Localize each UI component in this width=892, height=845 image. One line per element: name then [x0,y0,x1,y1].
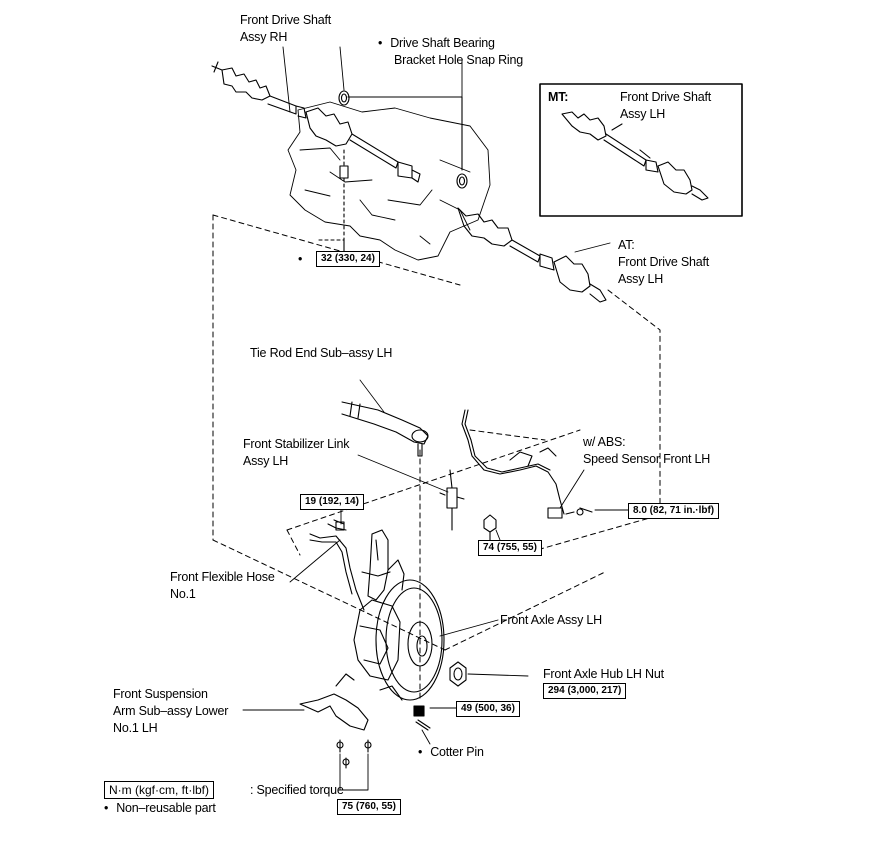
flexible-hose [309,519,365,611]
legend-nonreusable: Non–reusable part [104,800,216,817]
suspension-arm [299,673,372,769]
legend-unit-box: N·m (kgf·cm, ft·lbf) [104,781,214,799]
abs-speed-sensor-label: w/ ABS: Speed Sensor Front LH [583,435,711,466]
torque-49: 49 (500, 36) [456,701,520,717]
drive-shaft-rh [211,61,421,183]
tie-rod-end-label: Tie Rod End Sub–assy LH [250,346,393,360]
mt-inset-box [539,83,743,217]
stabilizer-link [357,454,465,531]
mt-inset-label: MT: [548,90,569,104]
torque-19: 19 (192, 14) [300,494,364,510]
brake-disc-hub [353,579,445,701]
at-drive-shaft-label: AT: Front Drive Shaft Assy LH [618,238,710,286]
snap-ring-label: Drive Shaft Bearing Bracket Hole Snap Ri… [378,35,523,69]
drive-shaft-at-lh [457,207,607,303]
drive-shaft-mt-lh [561,111,709,201]
front-axle-label: Front Axle Assy LH [500,613,602,627]
dashed-guide-lines [212,214,661,701]
stabilizer-nut [483,514,497,541]
stabilizer-link-label: Front Stabilizer Link Assy LH [243,437,350,468]
abs-speed-sensor [461,409,593,519]
castle-nut-cotter-pin [413,705,431,731]
bracket-bolt [317,149,349,259]
leader-lines [242,46,629,791]
cotter-pin-label: Cotter Pin [418,744,484,761]
steering-knuckle [361,529,405,601]
hub-nut-label: Front Axle Hub LH Nut [543,667,664,681]
tie-rod-end [341,379,429,457]
torque-294: 294 (3,000, 217) [543,683,627,699]
suspension-arm-label: Front Suspension Arm Sub–assy Lower No.1… [113,687,229,735]
legend-unit-text: : Specified torque [250,783,344,797]
snap-rings [338,90,468,189]
torque-32: 32 (330, 24) [316,251,380,267]
nonreusable-mark-32: • [298,252,303,266]
torque-8: 8.0 (82, 71 in.·lbf) [628,503,720,519]
hub-nut [449,661,467,687]
flexible-hose-label: Front Flexible Hose No.1 [170,570,275,601]
torque-75: 75 (760, 55) [337,799,401,815]
front-drive-shaft-rh-label: Front Drive Shaft Assy RH [240,13,332,44]
torque-74: 74 (755, 55) [478,540,542,556]
mt-drive-shaft-label: Front Drive Shaft Assy LH [620,90,712,121]
transaxle-outline [287,101,491,261]
